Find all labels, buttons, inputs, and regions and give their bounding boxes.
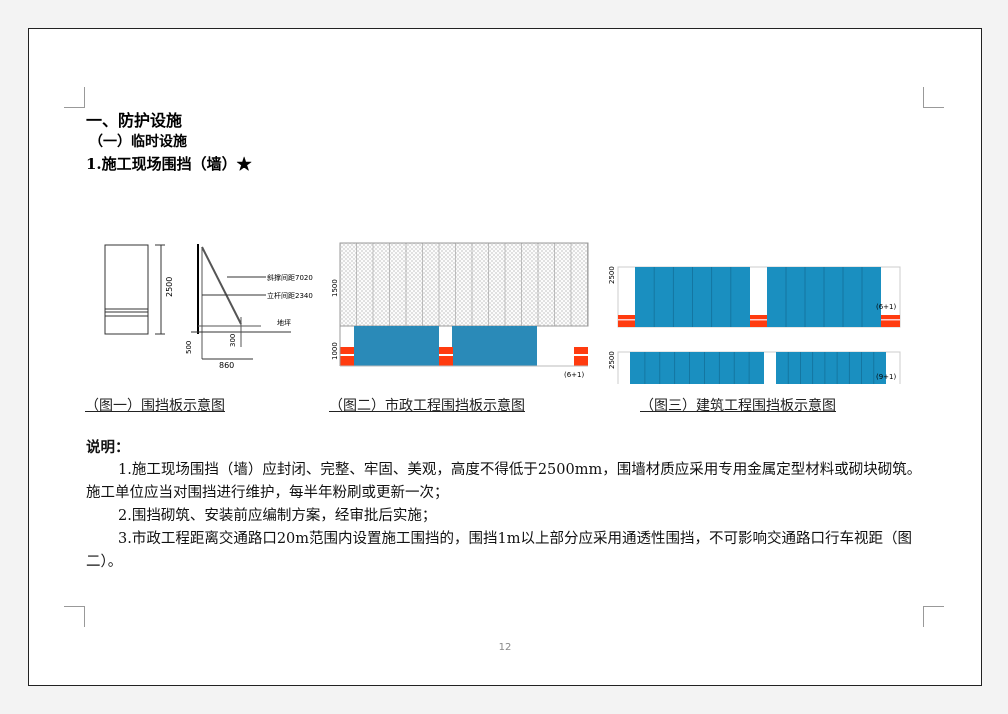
note-item: 1.施工现场围挡（墙）应封闭、完整、牢固、美观，高度不得低于2500mm，围墙材… [86, 462, 922, 501]
brace-label: 斜撑间距7020 [267, 273, 313, 282]
lower-height-label: 1000 [331, 342, 339, 360]
top-spec-label: (6+1) [876, 303, 897, 311]
upper-height-label: 1500 [331, 279, 339, 297]
heading-1: 一、防护设施 [86, 111, 183, 130]
top-height-label: 2500 [608, 266, 616, 284]
stripe-block [618, 315, 635, 327]
figure-3-diagram: 2500 (6+1) 2500 (9+1) [608, 266, 901, 384]
bottom-spec-label: (9+1) [876, 373, 897, 381]
heading-2: （一）临时设施 [89, 134, 187, 150]
notes-title: 说明： [86, 439, 130, 456]
bottom-height-label: 2500 [608, 351, 616, 369]
document-page: 一、防护设施 （一）临时设施 1.施工现场围挡（墙）★ 2500 斜撑间距702… [28, 28, 982, 686]
width-label: 860 [219, 361, 234, 369]
stripe-block [439, 347, 453, 366]
stripe-block [340, 347, 354, 366]
note-item: 2.围挡砌筑、安装前应编制方案，经审批后实施； [118, 508, 437, 524]
figure-2-caption: （图二）市政工程围挡板示意图 [329, 398, 525, 414]
figure-2-diagram: 1500 1000 (6+1) [331, 242, 589, 379]
figure-1-caption: （图一）围挡板示意图 [85, 398, 225, 414]
notes-list: 1.施工现场围挡（墙）应封闭、完整、牢固、美观，高度不得低于2500mm，围墙材… [86, 459, 926, 574]
figure-1-diagram: 2500 斜撑间距7020 立杆间距2340 地坪 500 300 860 [104, 244, 313, 369]
heading-3: 1.施工现场围挡（墙）★ [86, 155, 252, 173]
note-item: 3.市政工程距离交通路口20m范围内设置施工围挡的，围挡1m以上部分应采用通透性… [86, 531, 913, 570]
height-label: 2500 [165, 277, 174, 297]
stripe-block [574, 347, 588, 366]
figure-3-caption: （图三）建筑工程围挡板示意图 [640, 398, 836, 414]
stripe-block [881, 315, 900, 327]
page-number: 12 [498, 642, 512, 653]
spec-label: (6+1) [564, 371, 585, 379]
ground-label: 地坪 [277, 318, 291, 327]
post-label: 立杆间距2340 [267, 291, 313, 300]
depth-label: 500 [185, 341, 193, 354]
stripe-block [750, 315, 767, 327]
fence-panel [630, 352, 764, 384]
fence-panel [776, 352, 886, 384]
depth2-label: 300 [229, 334, 237, 347]
